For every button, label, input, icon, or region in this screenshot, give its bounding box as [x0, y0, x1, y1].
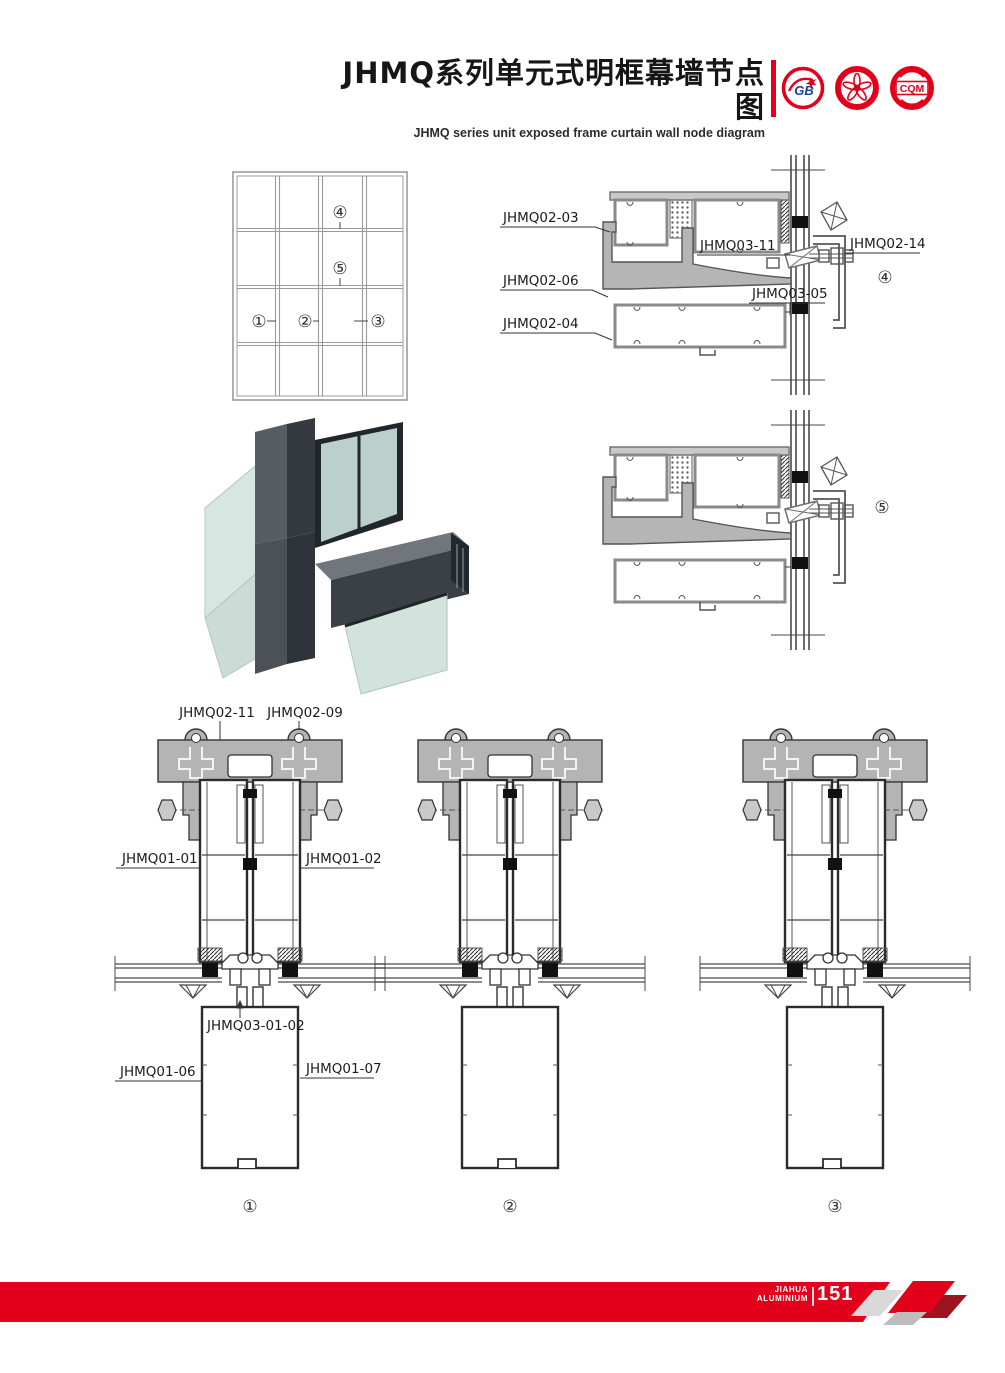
- certification-logos: GB CQM: [781, 66, 934, 110]
- page-title: JHMQ系列单元式明框幕墙节点图: [342, 56, 765, 124]
- elevation-callout-2: ②: [297, 312, 312, 332]
- section-callout-2: ②: [502, 1197, 517, 1217]
- vertical-section-1: JHMQ02-11 JHMQ02-09 JHMQ01-01 JHMQ01-02 …: [113, 705, 387, 1217]
- footer-brand: JIAHUA ALUMINIUM: [640, 1285, 808, 1303]
- vertical-section-3: ③: [698, 727, 972, 1217]
- detail-section-4: JHMQ02-03 JHMQ02-06 JHMQ02-04 JHMQ03-11 …: [500, 153, 926, 397]
- elevation-callout-3: ③: [370, 312, 385, 332]
- elevation-callout-5: ⑤: [332, 259, 347, 279]
- gb-cert-logo-icon: GB: [781, 66, 825, 110]
- curtain-wall-3d-render: [204, 418, 469, 695]
- detail-callout-5: ⑤: [874, 498, 889, 518]
- elevation-diagram: ④ ⑤ ① ② ③: [232, 171, 408, 401]
- vertical-section-2: ②: [373, 727, 647, 1217]
- header-divider: [771, 60, 776, 117]
- cqm-logo-text: CQM: [900, 83, 925, 95]
- label-jhmq02-11: JHMQ02-11: [178, 705, 255, 721]
- label-jhmq01-02: JHMQ01-02: [305, 851, 382, 867]
- detail-section-5: ⑤: [601, 408, 890, 652]
- cqm-cert-logo-icon: CQM: [890, 66, 934, 110]
- elevation-callout-4: ④: [332, 203, 347, 223]
- label-jhmq02-04: JHMQ02-04: [502, 316, 579, 332]
- label-jhmq03-05: JHMQ03-05: [751, 286, 828, 302]
- footer-band: [0, 1281, 967, 1325]
- label-jhmq02-14: JHMQ02-14: [849, 236, 926, 252]
- gb-logo-text: GB: [794, 83, 814, 98]
- label-jhmq02-03: JHMQ02-03: [502, 210, 579, 226]
- label-jhmq01-07: JHMQ01-07: [305, 1061, 382, 1077]
- page-number: 151: [817, 1283, 854, 1305]
- label-jhmq03-01-02: JHMQ03-01-02: [206, 1018, 305, 1034]
- label-jhmq03-11: JHMQ03-11: [699, 238, 776, 254]
- section-callout-1: ①: [242, 1197, 257, 1217]
- label-jhmq01-06: JHMQ01-06: [119, 1064, 196, 1080]
- page-subtitle: JHMQ series unit exposed frame curtain w…: [413, 126, 766, 140]
- elevation-callout-1: ①: [251, 312, 266, 332]
- footer-divider: [812, 1287, 814, 1306]
- footer-brand-line1: JIAHUA: [774, 1285, 808, 1294]
- footer-red-band: [0, 1282, 890, 1322]
- detail-callout-4: ④: [877, 268, 892, 288]
- round-seal-logo-icon: [835, 66, 879, 110]
- label-jhmq02-06: JHMQ02-06: [502, 273, 579, 289]
- section-callout-3: ③: [827, 1197, 842, 1217]
- footer-deco-lightgray: [851, 1290, 903, 1316]
- label-jhmq01-01: JHMQ01-01: [121, 851, 198, 867]
- page-header: JHMQ系列单元式明框幕墙节点图 JHMQ series unit expose…: [330, 56, 765, 141]
- footer-brand-line2: ALUMINIUM: [756, 1293, 808, 1303]
- label-jhmq02-09: JHMQ02-09: [266, 705, 343, 721]
- footer-deco-red: [888, 1281, 955, 1313]
- footer-deco-gray: [883, 1312, 927, 1325]
